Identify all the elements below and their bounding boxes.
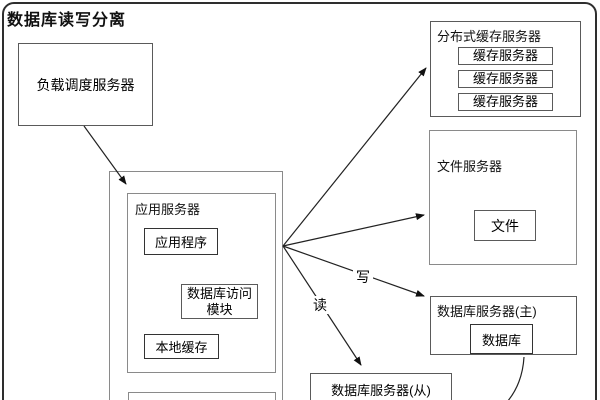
file-label: 文件 (491, 217, 519, 234)
db-master-box: 数据库服务器(主) 数据库 (430, 296, 577, 355)
write-edge-label: 写 (353, 268, 373, 286)
db-access-module-line1: 数据库访问 (186, 285, 252, 301)
db-slave-box: 数据库服务器(从) (310, 373, 452, 400)
db-access-module-box: 数据库访问 模块 (181, 284, 258, 319)
app-server-box: 应用服务器 应用程序 数据库访问 模块 本地缓存 (127, 193, 276, 373)
local-cache-box: 本地缓存 (144, 334, 219, 359)
load-balancer-box: 负载调度服务器 (18, 43, 153, 126)
db-master-database-label: 数据库 (481, 332, 521, 348)
load-balancer-label: 负载调度服务器 (36, 76, 135, 93)
db-master-database-box: 数据库 (470, 324, 533, 354)
db-access-module-label: 数据库访问 模块 (187, 286, 252, 318)
local-cache-label: 本地缓存 (155, 340, 208, 355)
cache-server-box: 缓存服务器 (458, 70, 553, 88)
file-server-label: 文件服务器 (437, 159, 503, 174)
app-program-box: 应用程序 (144, 228, 218, 255)
diagram-title: 数据库读写分离 (7, 12, 127, 29)
read-edge-label: 读 (310, 296, 330, 314)
file-box: 文件 (474, 210, 536, 241)
db-access-module-line2: 模块 (206, 301, 233, 317)
db-slave-label: 数据库服务器(从) (331, 383, 431, 398)
app-server-extra-box (128, 392, 276, 400)
db-master-label: 数据库服务器(主) (437, 304, 537, 319)
app-program-label: 应用程序 (154, 235, 207, 250)
cache-server-label: 缓存服务器 (472, 71, 538, 86)
app-server-label: 应用服务器 (135, 202, 201, 217)
file-server-box: 文件服务器 文件 (429, 130, 577, 265)
cache-server-label: 缓存服务器 (472, 48, 538, 63)
cache-server-box: 缓存服务器 (458, 47, 553, 65)
cache-server-label: 缓存服务器 (472, 94, 538, 109)
cache-server-box: 缓存服务器 (458, 93, 553, 111)
distributed-cache-label: 分布式缓存服务器 (437, 29, 542, 44)
distributed-cache-box: 分布式缓存服务器 缓存服务器 缓存服务器 缓存服务器 (430, 21, 581, 117)
